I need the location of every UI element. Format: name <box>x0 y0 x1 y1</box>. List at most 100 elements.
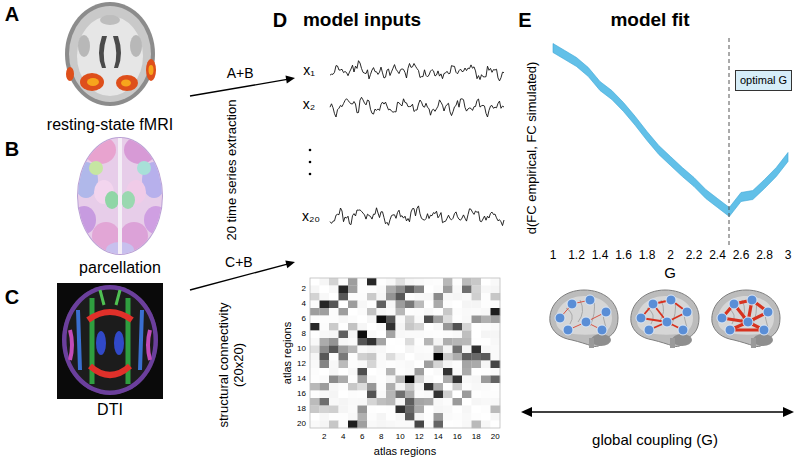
matrix-cell <box>386 331 396 339</box>
matrix-cell <box>310 391 320 399</box>
matrix-cell <box>405 278 415 286</box>
matrix-cell <box>367 323 377 331</box>
matrix-cell <box>377 406 387 414</box>
matrix-cell <box>367 278 377 286</box>
matrix-cell <box>377 301 387 309</box>
matrix-cell <box>329 278 339 286</box>
matrix-cell <box>443 383 453 391</box>
coupling-axis-arrow <box>530 411 785 412</box>
matrix-cell <box>453 293 463 301</box>
matrix-cell <box>367 376 377 384</box>
matrix-cell <box>453 383 463 391</box>
matrix-cell <box>358 383 368 391</box>
matrix-cell <box>462 338 472 346</box>
matrix-cell <box>415 398 425 406</box>
matrix-frame <box>310 278 500 428</box>
matrix-cell <box>415 323 425 331</box>
axis-title: global coupling (G) <box>592 431 718 448</box>
matrix-cell <box>358 421 368 429</box>
region-nodes <box>581 317 591 327</box>
region-nodes <box>729 299 739 309</box>
matrix-cell <box>367 293 377 301</box>
matrix-cell <box>443 353 453 361</box>
matrix-cell <box>481 398 491 406</box>
matrix-cell <box>415 406 425 414</box>
panel-letter: E <box>518 9 531 32</box>
matrix-cell <box>472 406 482 414</box>
matrix-cell <box>386 413 396 421</box>
matrix-cell <box>443 293 453 301</box>
dti-fibres <box>96 331 106 355</box>
matrix-cell <box>443 398 453 406</box>
matrix-cell <box>320 376 330 384</box>
matrix-cell <box>472 361 482 369</box>
brain-strong <box>712 290 780 348</box>
region-nodes <box>597 325 607 335</box>
matrix-cell <box>329 308 339 316</box>
matrix-cell <box>434 391 444 399</box>
matrix-cell <box>310 346 320 354</box>
parcel-patches <box>72 206 96 234</box>
matrix-cell <box>329 316 339 324</box>
matrix-cell <box>424 353 434 361</box>
matrix-cell <box>339 406 349 414</box>
matrix-cell <box>481 278 491 286</box>
matrix-cell <box>453 338 463 346</box>
matrix-cell <box>367 383 377 391</box>
matrix-cell <box>453 391 463 399</box>
matrix-cell <box>358 316 368 324</box>
matrix-cell <box>453 301 463 309</box>
parcel-patches <box>72 136 168 258</box>
matrix-cell <box>377 398 387 406</box>
parcel-patches <box>137 161 151 175</box>
parcel-patches <box>84 136 116 164</box>
matrix-cell <box>405 331 415 339</box>
matrix-cell <box>472 383 482 391</box>
dti-fibres <box>100 290 120 305</box>
matrix-cell <box>415 331 425 339</box>
matrix-cell <box>434 376 444 384</box>
signal-name: x₂₀ <box>302 208 320 224</box>
matrix-cell <box>405 398 415 406</box>
matrix-cell <box>443 361 453 369</box>
matrix-cell <box>396 346 406 354</box>
matrix-cell <box>367 331 377 339</box>
matrix-cell <box>377 293 387 301</box>
matrix-cell <box>339 301 349 309</box>
matrix-cell <box>339 323 349 331</box>
matrix-cell <box>462 406 472 414</box>
optimal-line <box>729 38 730 246</box>
matrix-cell <box>377 376 387 384</box>
matrix-cell <box>386 308 396 316</box>
matrix-cell <box>396 391 406 399</box>
matrix-cell <box>377 413 387 421</box>
matrix-cell <box>329 323 339 331</box>
ellipsis-dots <box>309 149 312 176</box>
matrix-cell <box>481 293 491 301</box>
bold-signal <box>330 97 504 117</box>
matrix-cell <box>405 316 415 324</box>
matrix-cell <box>367 316 377 324</box>
matrix-cell <box>339 368 349 376</box>
matrix-cell <box>386 346 396 354</box>
matrix-cell <box>396 398 406 406</box>
panel-title: model fit <box>610 9 689 31</box>
matrix-cell <box>339 398 349 406</box>
matrix-cell <box>415 316 425 324</box>
matrix-cell <box>415 353 425 361</box>
time-series <box>330 61 504 226</box>
matrix-cell <box>348 331 358 339</box>
matrix-cell <box>405 376 415 384</box>
matrix-cell <box>443 308 453 316</box>
matrix-cell <box>462 391 472 399</box>
edge-label: A+B <box>225 65 256 81</box>
matrix-cell <box>348 278 358 286</box>
tick-label: 12 <box>297 360 306 369</box>
matrix-cell <box>453 323 463 331</box>
edge-label: C+B <box>223 254 255 270</box>
matrix-cell <box>329 376 339 384</box>
matrix-cell <box>453 316 463 324</box>
matrix-cell <box>443 323 453 331</box>
matrix-cell <box>453 308 463 316</box>
matrix-cell <box>386 323 396 331</box>
